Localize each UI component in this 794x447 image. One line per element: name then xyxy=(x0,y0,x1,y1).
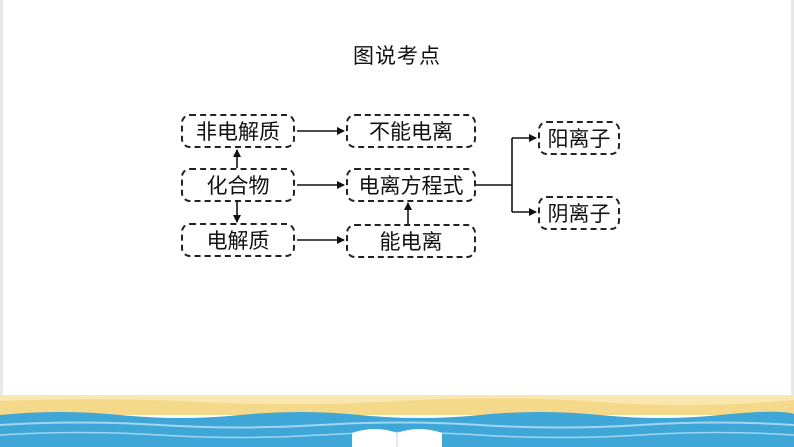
node-compound: 化合物 xyxy=(181,168,295,202)
beach-water-decoration xyxy=(0,395,794,447)
left-frame-border xyxy=(0,0,3,447)
node-electrolyte: 电解质 xyxy=(181,223,295,257)
page-title: 图说考点 xyxy=(353,44,441,68)
node-can-ionize: 能电离 xyxy=(346,224,476,258)
node-cannot-ionize: 不能电离 xyxy=(346,114,476,148)
sand-texture xyxy=(0,395,794,406)
water-wave xyxy=(0,411,794,447)
node-anion: 阴离子 xyxy=(538,196,620,230)
node-ionization-equation: 电离方程式 xyxy=(346,168,476,202)
node-nonelectrolyte: 非电解质 xyxy=(181,114,295,148)
right-frame-border xyxy=(791,0,794,447)
node-cation: 阳离子 xyxy=(538,121,620,155)
water-highlight xyxy=(0,421,794,429)
